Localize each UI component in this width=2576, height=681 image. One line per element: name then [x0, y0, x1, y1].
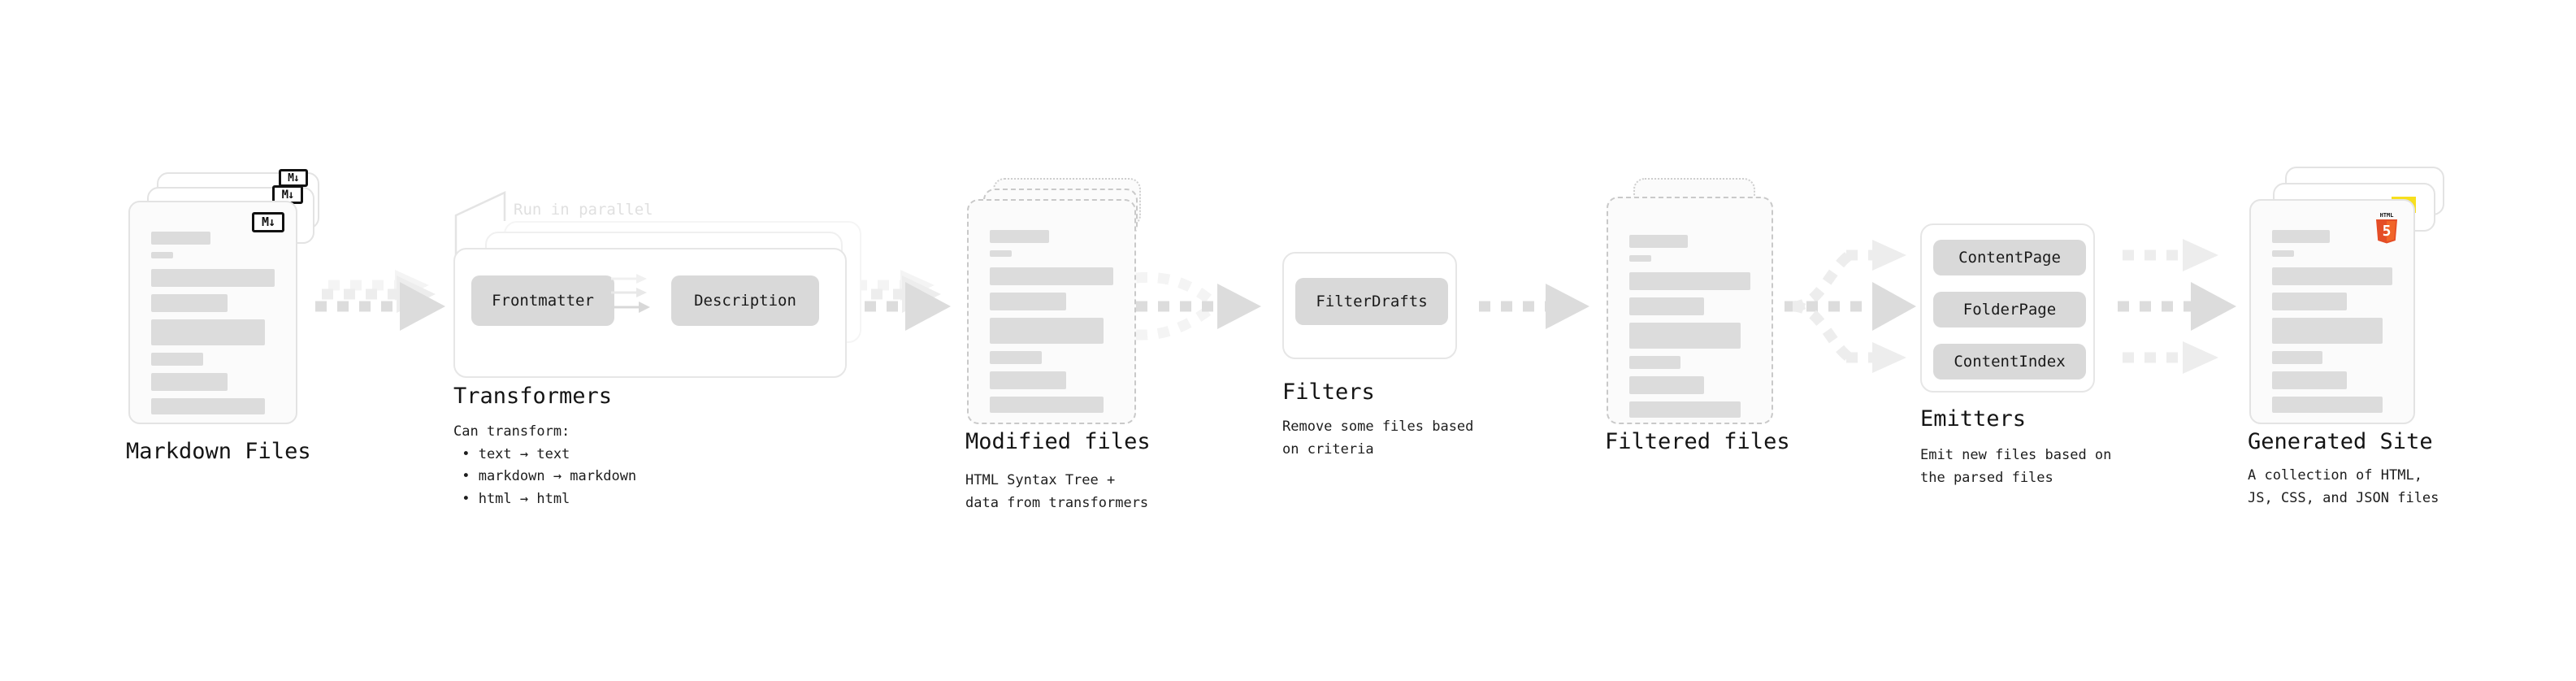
svg-text:5: 5 [2383, 223, 2392, 240]
modified-files-title: Modified files [965, 429, 1151, 454]
emitters-subtitle: Emit new files based on the parsed files [1920, 447, 2112, 486]
emitter-node-folderpage[interactable]: FolderPage [1933, 292, 2086, 327]
markdown-card-front: M↓ [128, 201, 297, 424]
emitters-group: ContentPage FolderPage ContentIndex [1920, 223, 2095, 393]
filters-group: FilterDrafts [1282, 252, 1457, 359]
filters-title: Filters [1282, 380, 1375, 405]
transformers-title: Transformers [453, 384, 613, 409]
transformer-node-description[interactable]: Description [671, 275, 819, 326]
arrow-modified-to-filters [1135, 271, 1261, 340]
emitters-title: Emitters [1920, 406, 2027, 432]
modified-card-front [967, 199, 1136, 424]
arrow-markdown-to-transformers [315, 270, 445, 331]
modified-placeholder-lines [990, 230, 1113, 420]
markdown-icon: M↓ [252, 212, 284, 232]
transformer-group-front: Frontmatter Description [453, 248, 847, 378]
markdown-icon-mid: M↓ [272, 185, 303, 204]
arrow-filtered-to-emitters [1785, 240, 1916, 373]
filtered-placeholder-lines [1629, 235, 1750, 425]
markdown-files-title: Markdown Files [126, 439, 311, 464]
filtered-files-title: Filtered files [1605, 429, 1790, 454]
emitter-node-contentpage[interactable]: ContentPage [1933, 240, 2086, 275]
generated-site-subtitle: A collection of HTML, JS, CSS, and JSON … [2248, 467, 2439, 506]
transformer-node-frontmatter[interactable]: Frontmatter [471, 275, 614, 326]
site-card-front: HTML 5 [2249, 199, 2415, 424]
modified-files-subtitle: HTML Syntax Tree + data from transformer… [965, 472, 1149, 511]
filtered-card-front [1607, 197, 1773, 424]
generated-site-title: Generated Site [2248, 429, 2433, 454]
html5-icon: HTML 5 [2373, 210, 2400, 245]
emitter-node-contentindex[interactable]: ContentIndex [1933, 344, 2086, 380]
filter-node-filterdrafts[interactable]: FilterDrafts [1295, 278, 1448, 325]
markdown-placeholder-lines [151, 232, 275, 422]
filters-subtitle: Remove some files based on criteria [1282, 419, 1474, 458]
markdown-icon-back: M↓ [279, 169, 308, 187]
site-placeholder-lines [2272, 230, 2392, 420]
arrow-emitters-to-site [2118, 239, 2236, 374]
run-in-parallel-label: Run in parallel [514, 201, 653, 219]
svg-text:HTML: HTML [2380, 212, 2394, 219]
transformers-subtitle: Can transform: • text → text • markdown … [453, 423, 637, 507]
arrow-filters-to-filtered [1479, 284, 1589, 329]
